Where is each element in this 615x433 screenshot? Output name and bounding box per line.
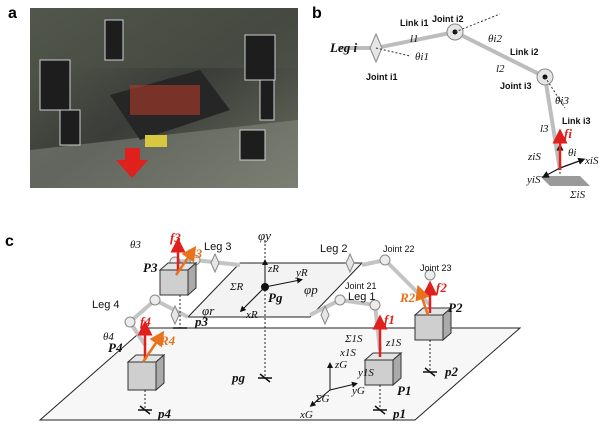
joint-23-label: Joint 23 [420,263,452,273]
ground-frame-label: ΣG [314,393,330,405]
ground-x-label: xG [299,409,313,421]
panel-a-letter: a [8,5,17,22]
rotation-phi-r-label: φr [202,303,215,318]
ground-y-label: yG [351,385,365,397]
length-l2-label: l2 [496,63,505,75]
moment-r4-arrow [141,330,165,363]
leg-diagram [338,13,590,186]
panel-b-letter: b [312,5,322,22]
ground-point-p4-label: p4 [157,406,172,421]
rotation-phi-p-label: φp [304,282,318,297]
angle-theta-i1-label: θi1 [415,51,429,63]
foot-z-label: z1S [385,337,402,349]
leg-4-label: Leg 4 [92,299,120,311]
foot-boxes [126,261,453,392]
panel-c-letter: c [5,233,14,250]
angle-theta-i2-label: θi2 [488,33,502,45]
link-i3-label: Link i3 [562,116,591,126]
leg-3-label: Leg 3 [204,241,232,253]
force-f4-label: f4 [140,314,151,329]
body-z-label: zR [267,263,279,275]
joint-i2-label: Joint i2 [432,14,464,24]
leg-i-label: Leg i [329,40,357,55]
angle-theta3-label: θ3 [130,239,141,251]
body-y-label: yR [295,267,308,279]
ground-point-p3-label: p3 [194,314,209,329]
foot-point-p3-label: P3 [143,260,158,275]
length-l3-label: l3 [540,123,549,135]
force-f2-label: f2 [436,280,447,295]
frame-z-label: ziS [527,151,541,163]
leg-2-label: Leg 2 [320,243,348,255]
leg-1-label: Leg 1 [348,291,376,303]
length-l1-label: l1 [410,33,419,45]
foot-point-p1-label: P1 [397,383,411,398]
moment-r4-label: R4 [159,333,176,348]
foot-point-p2-label: P2 [448,300,463,315]
body-frame-label: ΣR [229,281,244,293]
ground-z-label: zG [334,359,347,371]
ground-point-p2-label: p2 [444,364,459,379]
force-fi-label: fi [564,126,572,141]
force-f3-label: f3 [170,230,181,245]
moment-r2-label: R2 [399,290,416,305]
angle-theta-i-label: θi [568,147,576,159]
foot-contact-plane [540,176,590,186]
force-f1-label: f1 [384,312,395,327]
body-x-label: xR [245,309,258,321]
foot-y-label: y1S [357,367,374,379]
frame-y-label: yiS [526,174,541,186]
angle-theta4-label: θ4 [103,331,114,343]
robot-photo [30,8,298,188]
link-i2-label: Link i2 [510,47,539,57]
ground-plane [38,327,522,421]
frame-x-label: xiS [584,155,599,167]
ground-point-pg-label: pg [231,370,246,385]
robot-model-diagram [38,237,522,421]
foot-point-p4-label: P4 [108,340,123,355]
center-of-gravity-marker [261,283,269,291]
center-of-gravity-label: Pg [268,290,283,305]
ground-point-p1-label: p1 [392,406,406,421]
joint-i3-label: Joint i3 [500,81,532,91]
joint-21-label: Joint 21 [345,281,377,291]
joint-22-label: Joint 22 [383,244,415,254]
moment-r3-label: R3 [186,246,203,261]
joint-i1-label: Joint i1 [366,72,398,82]
link-i1-label: Link i1 [400,18,429,28]
frame-sigma-label: ΣiS [569,189,586,201]
moment-r2-arrow [415,284,430,316]
moment-r3-arrow [174,245,197,276]
foot-frame-label: Σ1S [344,333,363,345]
rotation-phi-y-label: φy [258,228,271,243]
angle-theta-i3-label: θi3 [555,95,569,107]
foot-x-label: x1S [339,347,356,359]
